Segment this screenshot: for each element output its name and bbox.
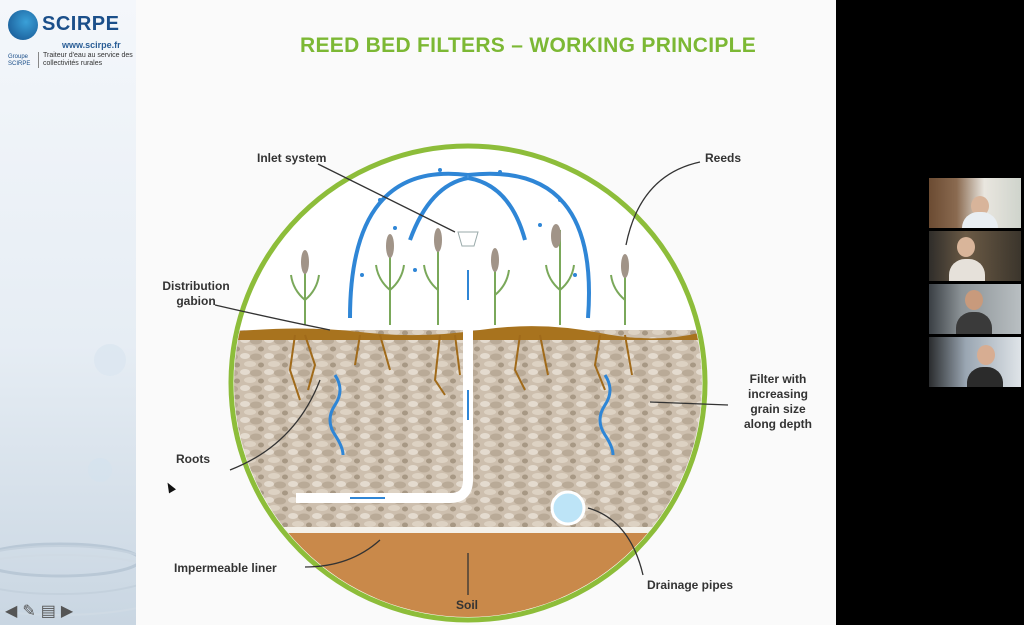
slide-sidebar (0, 0, 136, 625)
water-droplets (360, 168, 577, 277)
participant-tile[interactable] (929, 178, 1021, 228)
water-drops-decoration (0, 344, 136, 616)
participant-tile[interactable] (929, 231, 1021, 281)
infiltration-arrows (328, 374, 615, 456)
presentation-slide: SCIRPE www.scirpe.fr Groupe SCIRPE Trait… (0, 0, 836, 625)
reed-bed-diagram (214, 143, 729, 623)
inlet-pipe (296, 240, 473, 503)
brand-name: SCIRPE (42, 13, 120, 35)
label-soil: Soil (456, 598, 479, 612)
slide-title: REED BED FILTERS – WORKING PRINCIPLE (300, 34, 757, 57)
pen-icon[interactable]: ✎ (22, 603, 36, 620)
roots (288, 334, 633, 401)
slideshow-controls: ◀ ✎ ▤ ▶ (5, 603, 78, 621)
drainage-pipe (550, 490, 586, 526)
inlet-nozzle (457, 231, 479, 247)
brand-group: Groupe SCIRPE (8, 54, 31, 67)
arrow-right-icon[interactable]: ▶ (60, 603, 74, 620)
impermeable-liner (234, 527, 702, 533)
scirpe-logo-icon (8, 10, 38, 40)
participant-tile[interactable] (929, 284, 1021, 334)
leader-lines (214, 161, 729, 595)
label-drainage-pipes: Drainage pipes (647, 578, 734, 592)
label-distribution-gabion: Distribution gabion (162, 279, 230, 308)
menu-icon[interactable]: ▤ (40, 603, 56, 620)
label-impermeable-liner: Impermeable liner (174, 561, 277, 575)
label-inlet-system: Inlet system (257, 151, 327, 165)
label-roots: Roots (176, 452, 210, 466)
flow-arrows (350, 270, 469, 499)
brand-logo: SCIRPE (8, 10, 119, 40)
brand-tagline: Traiteur d'eau au service des collectivi… (38, 52, 135, 68)
reed-plumes (301, 224, 629, 278)
water-spray (348, 171, 591, 319)
label-reeds: Reeds (705, 151, 742, 165)
arrow-left-icon[interactable]: ◀ (5, 603, 18, 620)
label-filter: Filter with increasing grain size along … (744, 372, 812, 431)
participant-tile[interactable] (929, 337, 1021, 387)
brand-url: www.scirpe.fr (62, 40, 121, 50)
